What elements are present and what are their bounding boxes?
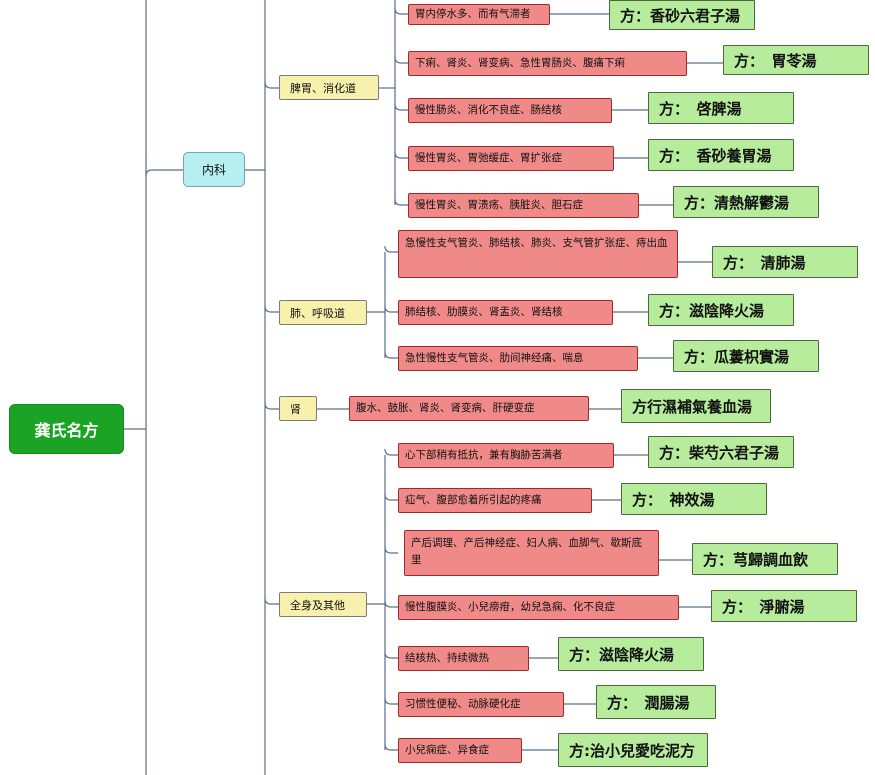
prescription-node[interactable]: 方： 胃苓湯: [723, 45, 869, 75]
connector-line: [384, 651, 398, 659]
condition-node[interactable]: 慢性肠炎、消化不良症、肠结核: [408, 98, 612, 123]
connector-line: [384, 546, 398, 554]
connector-line: [384, 305, 398, 313]
prescription-node[interactable]: 方：滋陰降火湯: [648, 294, 794, 326]
prescription-node[interactable]: 方：清熱解鬱湯: [673, 186, 819, 218]
root-node[interactable]: 龚氏名方: [9, 404, 124, 454]
condition-node[interactable]: 习惯性便秘、动脉硬化症: [398, 692, 564, 717]
connector-line: [264, 402, 279, 410]
connector-line: [264, 305, 279, 313]
condition-node[interactable]: 肺结核、肋膜炎、肾盂炎、肾结核: [398, 300, 613, 325]
condition-node[interactable]: 慢性胃炎、胃弛缓症、胃扩张症: [408, 146, 614, 171]
condition-node[interactable]: 慢性腹膜炎、小兒痨疳，幼兒急痫、化不良症: [398, 595, 679, 620]
connector-line: [394, 151, 408, 159]
condition-node[interactable]: 小兒痫症、异食症: [398, 738, 522, 763]
prescription-node[interactable]: 方： 潤腸湯: [596, 685, 716, 719]
condition-node[interactable]: 腹水、鼓胀、肾炎、肾变病、肝硬变症: [349, 396, 589, 421]
prescription-node[interactable]: 方：芎歸調血飲: [692, 543, 838, 575]
condition-node[interactable]: 产后调理、产后神经症、妇人病、血脚气、歇斯底里: [404, 530, 659, 576]
connector-line: [384, 600, 398, 608]
prescription-node[interactable]: 方： 香砂養胃湯: [648, 139, 794, 171]
connector-line: [394, 198, 408, 206]
connector-line: [384, 493, 398, 501]
subcategory-digestive[interactable]: 脾胃、消化道: [279, 75, 379, 100]
connector-line: [384, 743, 398, 751]
prescription-node[interactable]: 方：瓜蔞枳實湯: [673, 340, 819, 372]
subcategory-whole-body[interactable]: 全身及其他: [279, 592, 367, 617]
prescription-node[interactable]: 方：滋陰降火湯: [558, 637, 704, 671]
category-internal-medicine[interactable]: 内科: [183, 152, 245, 187]
condition-node[interactable]: 下痢、肾炎、肾变病、急性胃肠炎、腹痛下痢: [408, 51, 687, 76]
condition-node[interactable]: 急慢性支气管炎、肺结核、肺炎、支气管扩张症、痔出血: [398, 230, 678, 278]
condition-node[interactable]: 结核热、持续微热: [398, 646, 529, 671]
prescription-node[interactable]: 方： 啓脾湯: [648, 92, 794, 124]
connector-line: [264, 81, 279, 89]
prescription-node[interactable]: 方:治小兒愛吃泥方: [558, 733, 708, 767]
subcategory-respiratory[interactable]: 肺、呼吸道: [279, 300, 367, 325]
prescription-node[interactable]: 方：柴芍六君子湯: [648, 436, 794, 468]
connector-line: [394, 56, 408, 64]
prescription-node[interactable]: 方： 神效湯: [621, 483, 767, 515]
connector-line: [384, 351, 398, 359]
connector-line: [145, 169, 183, 177]
condition-node[interactable]: 慢性胃炎、胃溃疡、胰脏炎、胆石症: [408, 193, 639, 218]
prescription-node[interactable]: 方： 淨腑湯: [711, 590, 857, 622]
condition-node[interactable]: 胃内停水多、而有气滞者: [408, 4, 550, 25]
condition-node[interactable]: 心下部稍有抵抗，兼有胸胁苦满者: [398, 443, 614, 468]
prescription-node[interactable]: 方：香砂六君子湯: [609, 0, 755, 30]
connector-line: [384, 448, 398, 456]
condition-node[interactable]: 急性慢性支气管炎、肋间神经痛、喘息: [398, 346, 638, 371]
condition-node[interactable]: 疝气、腹部愈着所引起的疼痛: [398, 488, 592, 513]
connector-line: [394, 7, 408, 15]
connector-line: [384, 245, 398, 253]
connector-line: [384, 697, 398, 705]
connector-line: [264, 597, 279, 605]
subcategory-kidney[interactable]: 肾: [279, 396, 317, 421]
prescription-node[interactable]: 方行濕補氣養血湯: [621, 389, 771, 423]
prescription-node[interactable]: 方： 清肺湯: [712, 246, 858, 278]
connector-line: [394, 103, 408, 111]
